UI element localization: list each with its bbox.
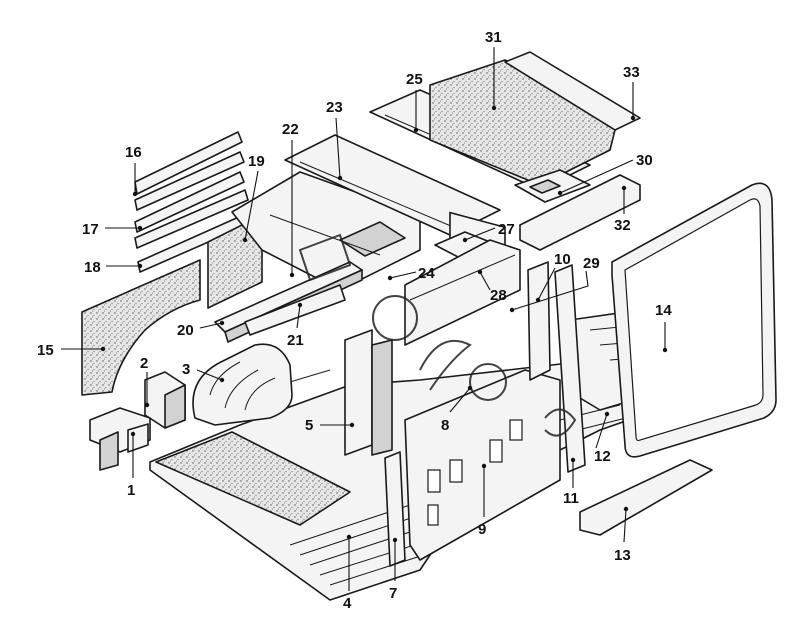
callout-30: 30	[636, 152, 653, 169]
part-bracket-1	[89, 407, 151, 471]
watermark-graphic	[298, 233, 577, 437]
callout-18: 18	[84, 259, 101, 276]
callout-31: 31	[485, 29, 502, 46]
part-bracket-2	[144, 371, 186, 429]
callout-13: 13	[614, 547, 631, 564]
callout-4: 4	[343, 595, 352, 612]
part-crossmember-32	[519, 174, 641, 251]
part-rail-16	[134, 131, 245, 211]
callout-19: 19	[248, 153, 265, 170]
callout-17: 17	[82, 221, 99, 238]
part-wheel-arch	[192, 343, 293, 426]
callout-25: 25	[406, 71, 423, 88]
part-panel-30	[514, 169, 591, 203]
callout-20: 20	[177, 322, 194, 339]
callout-8: 8	[441, 417, 449, 434]
callout-11: 11	[563, 490, 579, 507]
part-door-frame-14	[611, 182, 777, 458]
callout-1: 1	[127, 482, 135, 499]
callout-27: 27	[498, 221, 515, 238]
part-pillar-10	[527, 261, 551, 381]
leader-lines	[61, 47, 668, 591]
callout-23: 23	[326, 99, 343, 116]
callout-14: 14	[655, 302, 672, 319]
callout-3: 3	[182, 361, 190, 378]
callout-2: 2	[140, 355, 148, 372]
callout-33: 33	[623, 64, 640, 81]
callout-5: 5	[305, 417, 313, 434]
part-rail-33	[504, 51, 641, 131]
part-rail-17	[134, 171, 249, 249]
part-rear-floor-22	[231, 171, 421, 291]
callout-21: 21	[287, 332, 304, 349]
callout-15: 15	[37, 342, 54, 359]
callout-10: 10	[554, 251, 571, 268]
callout-24: 24	[418, 265, 435, 282]
part-pillar-7	[384, 451, 406, 567]
part-sill-21	[244, 284, 346, 336]
part-pillar-5	[344, 329, 393, 456]
part-sill-13	[579, 459, 713, 536]
callout-7: 7	[389, 585, 397, 602]
callout-22: 22	[282, 121, 299, 138]
callout-29: 29	[583, 255, 600, 272]
callout-16: 16	[125, 144, 142, 161]
callout-32: 32	[614, 217, 631, 234]
callout-labels: 1 2 3 4 5 7 8 9 10 11 12 13 14 15 16 17 …	[37, 29, 672, 612]
callout-28: 28	[490, 287, 507, 304]
part-side-panel-15	[81, 259, 201, 396]
part-bulkhead-28	[404, 239, 521, 346]
callout-12: 12	[594, 448, 611, 465]
part-pillar-11	[554, 264, 586, 473]
callout-9: 9	[478, 521, 486, 538]
